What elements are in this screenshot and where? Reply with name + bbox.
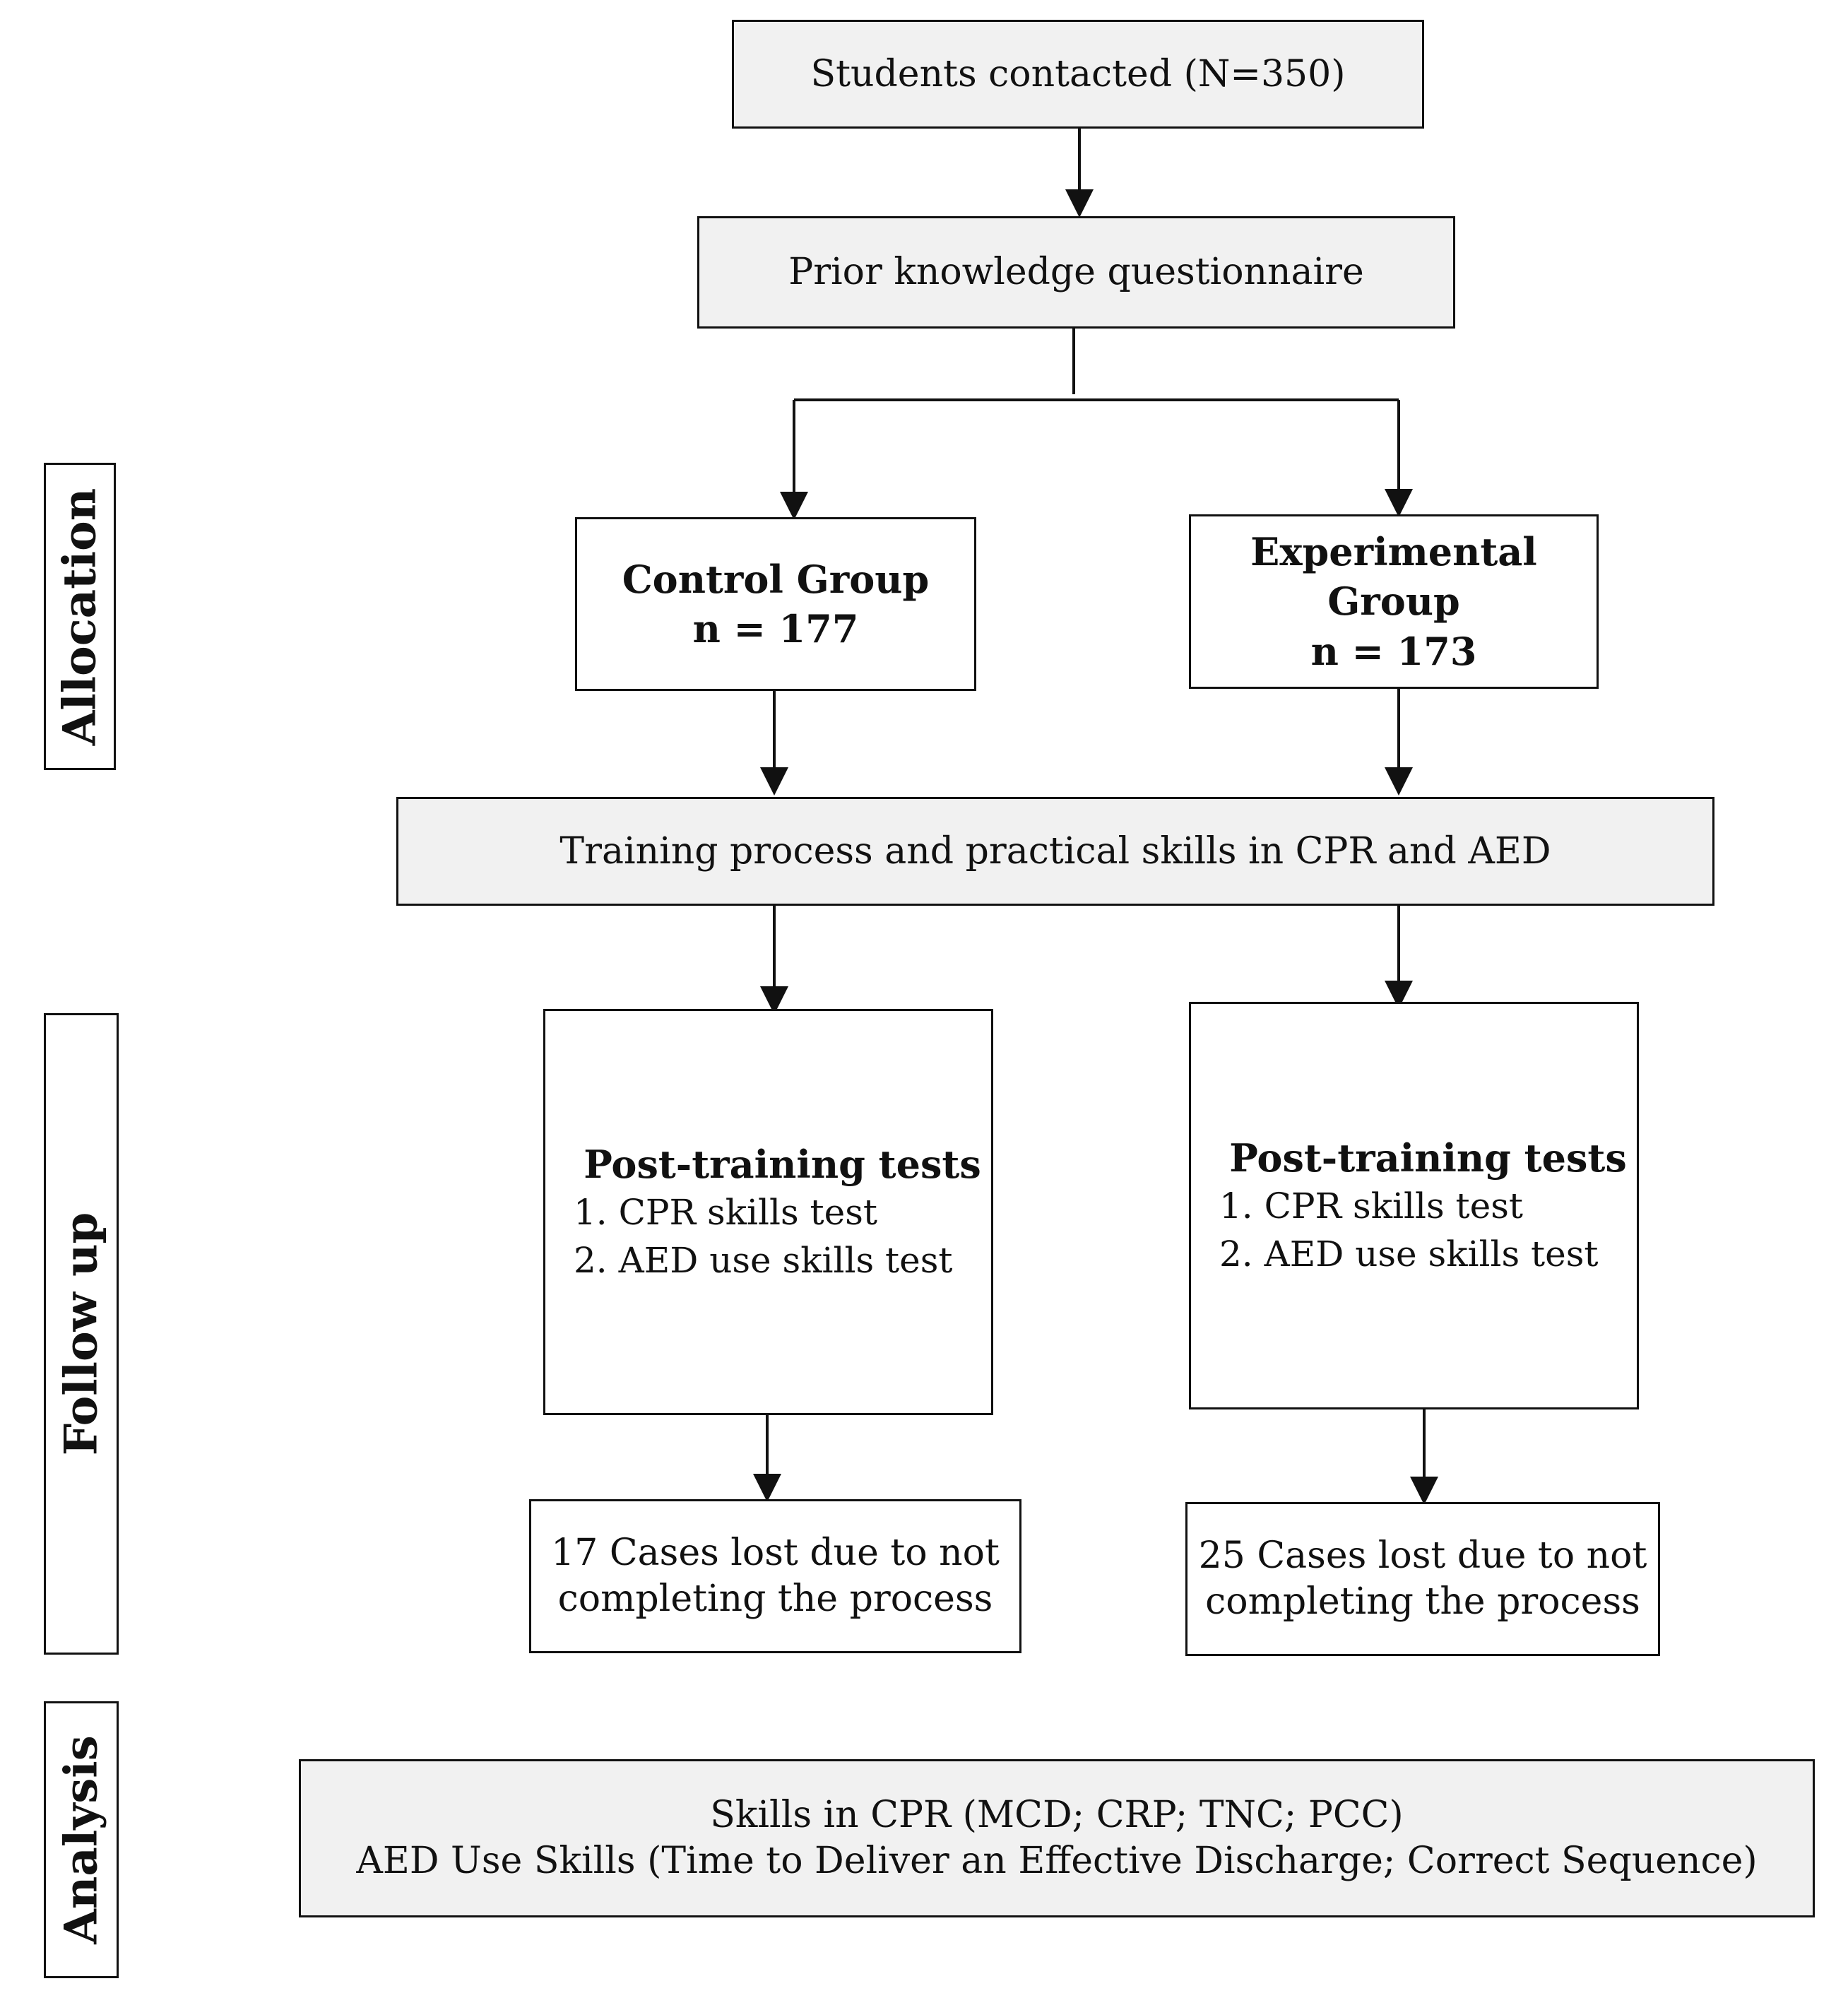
stage-label-allocation: Allocation bbox=[44, 463, 116, 770]
students-contacted-text: Students contacted (N=350) bbox=[810, 52, 1346, 95]
prior-knowledge-box: Prior knowledge questionnaire bbox=[697, 216, 1455, 329]
stage-analysis-text: Analysis bbox=[54, 1735, 108, 1944]
control-cpr-test: 1. CPR skills test bbox=[574, 1192, 877, 1234]
experimental-aed-test: 2. AED use skills test bbox=[1219, 1233, 1599, 1275]
training-text: Training process and practical skills in… bbox=[559, 829, 1551, 873]
students-contacted-box: Students contacted (N=350) bbox=[732, 20, 1424, 129]
control-group-title: Control Group bbox=[622, 556, 930, 602]
control-post-training-title: Post-training tests bbox=[584, 1141, 981, 1187]
experimental-group-n: n = 173 bbox=[1310, 628, 1477, 674]
control-lost-line2: completing the process bbox=[557, 1578, 993, 1620]
experimental-lost-line2: completing the process bbox=[1205, 1580, 1640, 1623]
experimental-lost-box: 25 Cases lost due to not completing the … bbox=[1185, 1502, 1660, 1656]
stage-allocation-text: Allocation bbox=[53, 487, 107, 745]
experimental-group-title-1: Experimental bbox=[1250, 529, 1537, 575]
experimental-lost-line1: 25 Cases lost due to not bbox=[1198, 1535, 1647, 1577]
experimental-group-title-2: Group bbox=[1327, 579, 1460, 625]
control-group-box: Control Group n = 177 bbox=[575, 517, 976, 691]
experimental-group-box: Experimental Group n = 173 bbox=[1189, 514, 1599, 689]
analysis-box: Skills in CPR (MCD; CRP; TNC; PCC) AED U… bbox=[299, 1759, 1815, 1917]
stage-follow-up-text: Follow up bbox=[54, 1212, 108, 1456]
control-group-n: n = 177 bbox=[692, 606, 859, 651]
control-aed-test: 2. AED use skills test bbox=[574, 1239, 953, 1281]
analysis-line1: Skills in CPR (MCD; CRP; TNC; PCC) bbox=[710, 1794, 1404, 1836]
stage-label-follow-up: Follow up bbox=[44, 1013, 119, 1655]
training-box: Training process and practical skills in… bbox=[396, 797, 1714, 906]
control-lost-box: 17 Cases lost due to not completing the … bbox=[529, 1499, 1021, 1653]
experimental-cpr-test: 1. CPR skills test bbox=[1219, 1186, 1523, 1227]
prior-knowledge-text: Prior knowledge questionnaire bbox=[788, 251, 1364, 293]
control-post-training-box: Post-training tests 1. CPR skills test 2… bbox=[543, 1009, 993, 1415]
analysis-line2: AED Use Skills (Time to Deliver an Effec… bbox=[356, 1840, 1758, 1882]
experimental-post-training-box: Post-training tests 1. CPR skills test 2… bbox=[1189, 1002, 1639, 1409]
experimental-post-training-title: Post-training tests bbox=[1229, 1135, 1627, 1181]
control-lost-line1: 17 Cases lost due to not bbox=[551, 1532, 1000, 1574]
stage-label-analysis: Analysis bbox=[44, 1701, 119, 1978]
